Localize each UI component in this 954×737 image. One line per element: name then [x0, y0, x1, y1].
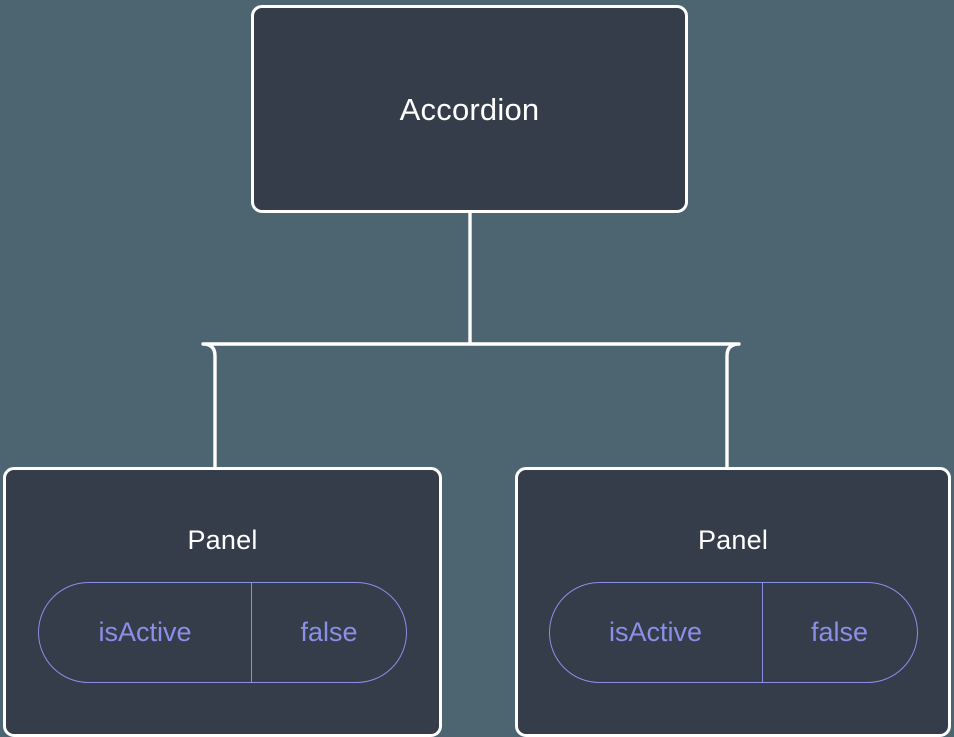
- prop-value-label: false: [251, 583, 406, 682]
- node-panel-2[interactable]: Panel isActive false: [515, 467, 951, 737]
- prop-pill-isactive-1[interactable]: isActive false: [38, 582, 407, 683]
- prop-key-label: isActive: [608, 617, 703, 647]
- node-panel-2-label: Panel: [697, 525, 769, 555]
- prop-key-label: isActive: [98, 617, 192, 647]
- node-panel-1-props: isActive false: [6, 582, 439, 683]
- edge-bus-to-child-right: [470, 342, 741, 467]
- node-panel-1[interactable]: Panel isActive false: [3, 467, 442, 737]
- node-panel-1-label: Panel: [187, 525, 258, 555]
- prop-pill-isactive-2[interactable]: isActive false: [548, 582, 918, 683]
- prop-value-label: false: [761, 583, 917, 682]
- node-accordion[interactable]: Accordion: [251, 5, 688, 213]
- node-accordion-label: Accordion: [399, 91, 540, 127]
- node-panel-2-props: isActive false: [518, 582, 948, 683]
- edge-bus-to-child-left: [201, 342, 470, 467]
